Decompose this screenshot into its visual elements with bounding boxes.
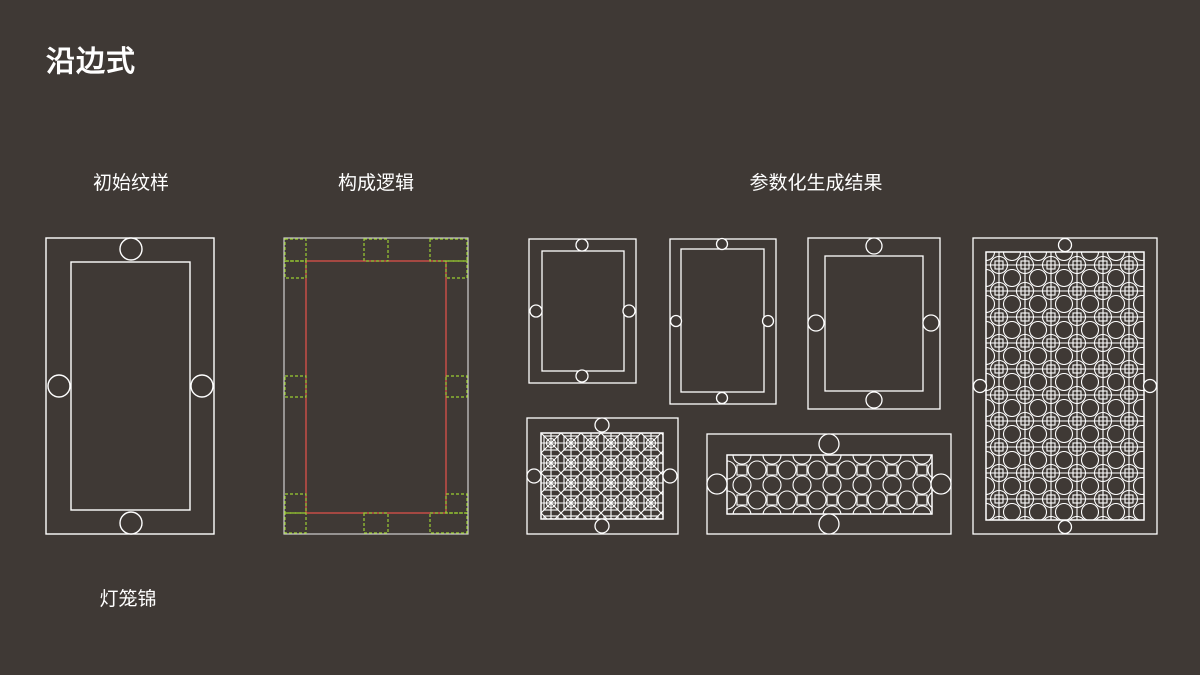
result-frame-1: [528, 238, 637, 384]
result-frame-4: [972, 237, 1158, 535]
result-frame-6: [706, 433, 952, 535]
pattern-name-caption: 灯笼锦: [99, 588, 157, 610]
result-frame-3: [807, 237, 941, 410]
composition-logic-label: 构成逻辑: [337, 172, 415, 194]
result-frame-2: [669, 237, 777, 405]
page-title: 沿边式: [46, 44, 137, 78]
result-frame-5: [526, 417, 679, 535]
initial-pattern-label: 初始纹样: [92, 172, 170, 194]
composition-logic-frame: [283, 237, 469, 535]
initial-pattern-frame: [45, 237, 215, 535]
parametric-result-label: 参数化生成结果: [749, 172, 883, 194]
